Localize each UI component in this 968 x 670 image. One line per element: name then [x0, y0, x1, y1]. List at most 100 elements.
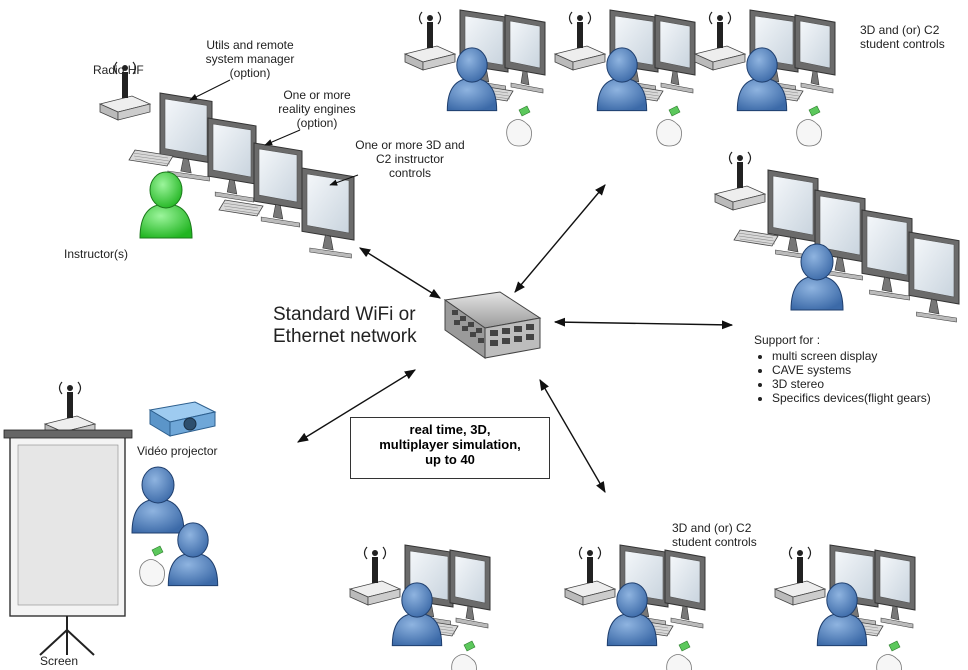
student-top-line-2: student controls — [860, 37, 945, 51]
keyboard — [128, 149, 174, 167]
radio-antenna-tip — [577, 15, 583, 21]
utils-leader-line — [189, 79, 231, 101]
monitor-stand — [670, 70, 680, 86]
radio-front — [572, 53, 606, 71]
radio-antenna — [577, 22, 583, 48]
person-body — [139, 203, 193, 239]
student-bottom-line-1: 3D and (or) C2 — [672, 521, 752, 535]
network-arrow — [539, 379, 606, 493]
switch-port — [470, 332, 476, 337]
hand-controller-icon — [139, 545, 165, 587]
monitor-stand — [226, 179, 238, 195]
student-bottom-line-2: student controls — [672, 535, 757, 549]
monitor-screen — [799, 20, 831, 69]
monitor-stand — [928, 298, 940, 315]
monitor-screen — [866, 215, 908, 276]
monitor-stand — [787, 236, 799, 253]
switch-port — [468, 322, 474, 327]
viewer-icon — [167, 522, 219, 587]
radio-wave — [58, 381, 63, 395]
radio-antenna — [587, 557, 593, 583]
monitor-stand — [180, 157, 192, 174]
video-projector-icon — [148, 401, 217, 437]
switch-port — [526, 324, 534, 330]
utils-manager-label: Utils and remote system manager (option) — [180, 38, 320, 80]
radio-wave — [747, 151, 752, 165]
monitor-screen — [454, 555, 486, 604]
instructor-controls-label: One or more 3D and C2 instructor control… — [340, 138, 480, 180]
radio-antenna-tip — [587, 550, 593, 556]
keyboard-row — [134, 158, 171, 165]
network-line-2: Ethernet network — [273, 326, 417, 347]
monitor-stand — [881, 276, 893, 293]
hand-shape — [506, 119, 532, 147]
person-head — [456, 47, 488, 83]
radio-hf-icon — [553, 11, 607, 71]
reality-line-3: (option) — [296, 116, 338, 130]
network-arrow — [514, 184, 606, 293]
monitor — [654, 14, 696, 94]
monitor-base — [510, 82, 544, 94]
instructor-controls-line-2: C2 instructor — [375, 152, 445, 166]
person-head — [401, 582, 433, 618]
radio-antenna — [372, 557, 378, 583]
radio-antenna-tip — [797, 550, 803, 556]
monitor-screen — [258, 148, 298, 203]
monitor-base — [455, 617, 489, 629]
hand-device — [888, 640, 901, 652]
monitor — [908, 231, 960, 323]
person-head — [616, 582, 648, 618]
monitor — [814, 189, 866, 281]
switch-port — [526, 334, 534, 340]
monitor-screen — [879, 555, 911, 604]
person-body — [131, 498, 185, 534]
radio-hf-icon — [713, 151, 767, 211]
network-line-1: Standard WiFi or — [273, 304, 416, 325]
utils-line-3: (option) — [229, 66, 271, 80]
monitor — [504, 14, 546, 94]
radio-wave — [708, 11, 713, 25]
keyboard-row — [222, 202, 259, 209]
student-station — [563, 544, 706, 670]
student-icon — [446, 47, 498, 112]
monitor — [253, 142, 303, 228]
callout-line-1: real time, 3D, — [409, 422, 491, 437]
person-body — [167, 552, 219, 587]
hand-device — [518, 105, 531, 117]
switch-port — [478, 338, 484, 343]
switch-port — [490, 340, 498, 346]
monitor — [874, 549, 916, 629]
hand-controller-icon — [876, 640, 902, 670]
instructor-area — [98, 61, 359, 259]
hand-device — [668, 105, 681, 117]
hand-controller-icon — [506, 105, 532, 147]
monitor-base — [214, 191, 254, 203]
radio-wave — [587, 11, 592, 25]
instructor-controls-line-1: One or more 3D and — [355, 138, 465, 152]
radio-front — [712, 53, 746, 71]
switch-port — [490, 330, 498, 336]
hand-controller-icon — [656, 105, 682, 147]
instructor-icon — [139, 171, 193, 239]
monitor-screen — [212, 123, 252, 178]
person-head — [800, 243, 834, 281]
screen-label: Screen — [40, 654, 79, 668]
radio-front — [367, 588, 401, 606]
student-icon — [736, 47, 788, 112]
monitor-screen — [509, 20, 541, 69]
monitor-stand — [322, 234, 334, 251]
student-station — [693, 9, 836, 147]
monitor-base — [880, 617, 914, 629]
multi-screen-station — [713, 151, 960, 323]
keyboard-row — [132, 152, 169, 159]
person-head — [606, 47, 638, 83]
keyboard-row — [223, 205, 260, 212]
hand-shape — [876, 654, 902, 670]
hand-device — [678, 640, 691, 652]
radio-antenna-tip — [122, 65, 128, 71]
switch-port — [462, 326, 468, 331]
radio-wave — [727, 11, 732, 25]
monitor-base — [800, 82, 834, 94]
hand-device — [463, 640, 476, 652]
student-icon — [816, 582, 868, 647]
